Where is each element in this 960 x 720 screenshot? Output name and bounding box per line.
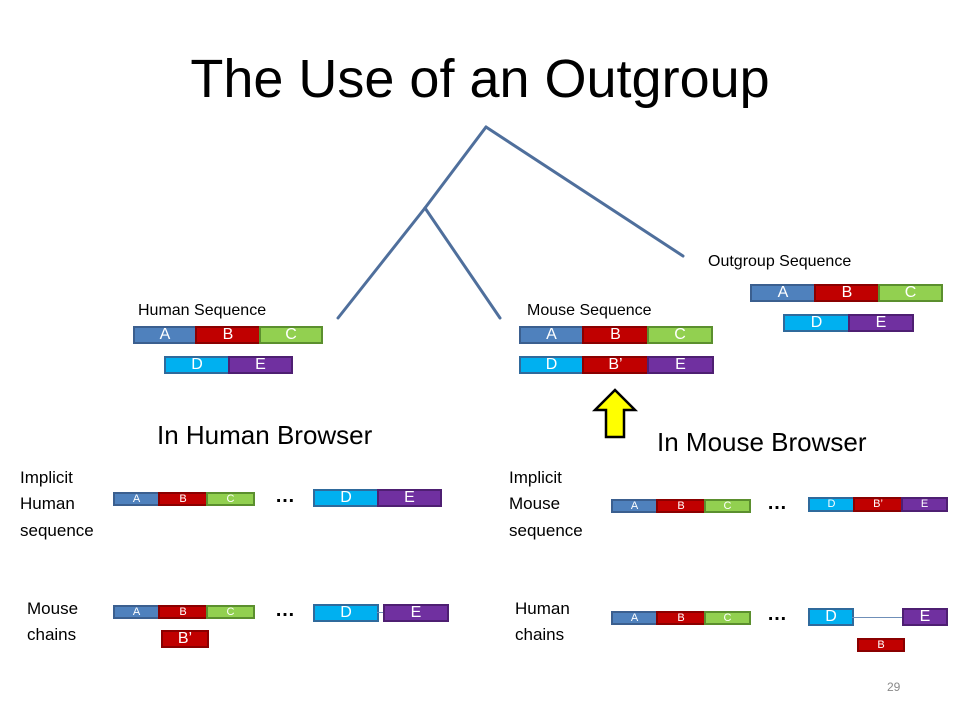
mc-ellipsis: …: [275, 599, 295, 621]
mouse-segment-a: A: [519, 326, 584, 344]
page-number: 29: [887, 680, 901, 694]
human-sequence-label: Human Sequence: [138, 302, 267, 319]
hc-segment-a: A: [611, 611, 658, 625]
mc-segment-e: E: [383, 604, 449, 622]
mc-segment-c: C: [206, 605, 255, 619]
human-segment-c: C: [259, 326, 323, 344]
im-segment-e: E: [901, 497, 948, 512]
mouse-chains-label: Mouse chains: [27, 599, 79, 645]
hc-ellipsis: …: [767, 603, 787, 625]
tree-branch-outgroup: [484, 125, 685, 258]
mouse-segment-d: D: [519, 356, 584, 374]
hc-segment-b-small: B: [857, 638, 905, 652]
tree-branch-human: [336, 206, 427, 320]
ih-segment-d: D: [313, 489, 379, 507]
outgroup-segment-d: D: [783, 314, 850, 332]
outgroup-segment-c: C: [878, 284, 943, 302]
mc-chain-link: [377, 612, 385, 613]
in-human-browser-heading: In Human Browser: [157, 420, 373, 450]
implicit-human-sequence-label: Implicit Human sequence: [20, 468, 94, 540]
mouse-segment-c: C: [647, 326, 713, 344]
tree-branch-root: [423, 125, 488, 210]
mouse-segment-b-prime: B’: [582, 356, 649, 374]
human-segment-b: B: [195, 326, 261, 344]
outgroup-segment-a: A: [750, 284, 816, 302]
im-segment-a: A: [611, 499, 658, 513]
human-segment-a: A: [133, 326, 197, 344]
tree-branch-mouse: [423, 206, 502, 320]
hc-segment-b: B: [656, 611, 706, 625]
im-segment-b-prime: B’: [853, 497, 903, 512]
hc-chain-link: [852, 617, 904, 618]
human-chains-label: Human chains: [515, 599, 570, 645]
hc-segment-c: C: [704, 611, 751, 625]
implicit-mouse-sequence-label: Implicit Mouse sequence: [509, 468, 583, 540]
mouse-sequence-label: Mouse Sequence: [527, 302, 652, 319]
im-ellipsis: …: [767, 492, 787, 514]
ih-ellipsis: …: [275, 485, 295, 507]
hc-segment-d: D: [808, 608, 854, 626]
mc-segment-a: A: [113, 605, 160, 619]
ih-segment-b: B: [158, 492, 208, 506]
ih-segment-c: C: [206, 492, 255, 506]
page-title: The Use of an Outgroup: [190, 49, 770, 109]
mc-segment-b-prime: B’: [161, 630, 209, 648]
human-segment-e: E: [228, 356, 293, 374]
im-segment-b: B: [656, 499, 706, 513]
human-segment-d: D: [164, 356, 230, 374]
hc-segment-e: E: [902, 608, 948, 626]
outgroup-sequence-label: Outgroup Sequence: [708, 253, 852, 270]
im-segment-c: C: [704, 499, 751, 513]
outgroup-segment-e: E: [848, 314, 914, 332]
mc-segment-d: D: [313, 604, 379, 622]
mc-segment-b: B: [158, 605, 208, 619]
up-arrow-icon: [591, 388, 639, 439]
in-mouse-browser-heading: In Mouse Browser: [657, 427, 867, 457]
im-segment-d: D: [808, 497, 855, 512]
mouse-segment-e: E: [647, 356, 714, 374]
ih-segment-e: E: [377, 489, 442, 507]
outgroup-segment-b: B: [814, 284, 880, 302]
mouse-segment-b: B: [582, 326, 649, 344]
ih-segment-a: A: [113, 492, 160, 506]
